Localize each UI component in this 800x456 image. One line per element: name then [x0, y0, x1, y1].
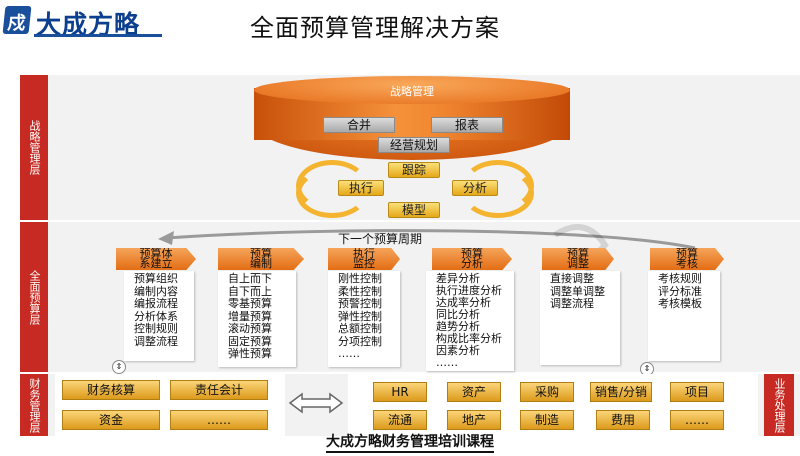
list-item: 弹性控制 — [338, 309, 382, 323]
layer-label-finance: 财务管理层 — [20, 374, 48, 436]
list-item: 直接调整 — [550, 272, 594, 285]
cycle-arc-left-bottom — [296, 168, 368, 218]
list-item: 预警控制 — [338, 297, 382, 310]
merge-button[interactable]: 合并 — [323, 117, 395, 133]
strategy-disk-label: 战略管理 — [390, 85, 434, 98]
list-item: 考核规则 — [658, 272, 702, 285]
tile-funds[interactable]: 资金 — [62, 410, 160, 430]
list-item: 分项控制 — [338, 334, 382, 348]
list-item: 趋势分析 — [436, 320, 480, 333]
list-item: …… — [338, 347, 360, 360]
next-cycle-label: 下一个预算周期 — [338, 232, 423, 246]
list-item: 弹性预算 — [228, 347, 272, 360]
page-title: 全面预算管理解决方案 — [250, 14, 500, 42]
list-item: 控制规则 — [134, 322, 178, 335]
budget-list-adjust: 直接调整 调整单调整 调整流程 — [540, 271, 620, 365]
list-item: 执行进度分析 — [436, 284, 502, 297]
tile-expenses[interactable]: 费用 — [596, 410, 650, 430]
course-title: 大成方略财务管理培训课程 — [326, 433, 494, 453]
tile-circulation[interactable]: 流通 — [373, 410, 427, 430]
list-item: 编制内容 — [134, 284, 178, 298]
list-item: …… — [436, 356, 458, 369]
list-item: 滚动预算 — [228, 322, 272, 335]
cycle-arc-right-bottom — [462, 168, 534, 218]
list-item: 调整单调整 — [550, 284, 605, 298]
list-item: 差异分析 — [436, 272, 480, 285]
cycle-track[interactable]: 跟踪 — [388, 162, 440, 178]
list-item: 固定预算 — [228, 334, 272, 348]
company-logo: 戍 大成方略 — [2, 4, 162, 39]
budget-list-analysis: 差异分析 执行进度分析 达成率分析 同比分析 趋势分析 构成比率分析 因素分析 … — [426, 271, 514, 371]
list-item: 编报流程 — [134, 297, 178, 310]
bidirectional-arrow-icon — [288, 392, 344, 414]
budget-head-analysis[interactable]: 预算分析 — [432, 248, 512, 270]
budget-list-system: 预算组织 编制内容 编报流程 分析体系 控制规则 调整流程 — [124, 271, 194, 361]
tile-hr[interactable]: HR — [373, 382, 427, 402]
tile-real-estate[interactable]: 地产 — [447, 410, 501, 430]
list-item: 总额控制 — [338, 322, 382, 335]
tile-finance-more[interactable]: …… — [170, 410, 268, 430]
cycle-execute[interactable]: 执行 — [338, 180, 384, 196]
list-item: 自上而下 — [228, 272, 272, 285]
tile-responsibility-accounting[interactable]: 责任会计 — [170, 380, 268, 400]
tile-purchasing[interactable]: 采购 — [520, 382, 574, 402]
budget-list-compile: 自上而下 自下而上 零基预算 增量预算 滚动预算 固定预算 弹性预算 — [218, 271, 296, 367]
list-item: 柔性控制 — [338, 284, 382, 298]
tile-financial-accounting[interactable]: 财务核算 — [62, 380, 160, 400]
list-item: 评分标准 — [658, 284, 702, 298]
link-down-arrow-icon: ⇕ — [112, 360, 126, 374]
tile-manufacturing[interactable]: 制造 — [520, 410, 574, 430]
list-item: 零基预算 — [228, 297, 272, 310]
list-item: 自下而上 — [228, 284, 272, 298]
business-planning-button[interactable]: 经营规划 — [378, 137, 450, 153]
next-cycle-arrow-icon — [158, 229, 696, 250]
list-item: 刚性控制 — [338, 272, 382, 285]
report-button[interactable]: 报表 — [431, 117, 503, 133]
list-item: 预算组织 — [134, 272, 178, 285]
strategy-disk-top — [254, 76, 570, 104]
layer-label-budget: 全面预算层 — [20, 222, 48, 372]
list-item: 调整流程 — [134, 334, 178, 348]
budget-head-adjust[interactable]: 预算调整 — [542, 248, 614, 270]
list-item: 考核模板 — [658, 297, 702, 310]
list-item: 因素分析 — [436, 344, 480, 357]
tile-business-more[interactable]: …… — [670, 410, 724, 430]
budget-head-assess[interactable]: 预算考核 — [650, 248, 724, 270]
tile-assets[interactable]: 资产 — [447, 382, 501, 402]
list-item: 增量预算 — [228, 309, 272, 323]
list-item: 构成比率分析 — [436, 332, 502, 345]
layer-label-strategy: 战略管理层 — [20, 75, 48, 220]
list-item: 分析体系 — [134, 309, 178, 323]
budget-list-assess: 考核规则 评分标准 考核模板 — [648, 271, 720, 361]
budget-head-monitor[interactable]: 执行监控 — [328, 248, 400, 270]
cycle-analyze[interactable]: 分析 — [452, 180, 498, 196]
tile-project[interactable]: 项目 — [670, 382, 724, 402]
budget-head-system[interactable]: 预算体系建立 — [116, 248, 196, 270]
layer-label-business: 业务处理层 — [764, 374, 794, 436]
list-item: 调整流程 — [550, 297, 594, 310]
logo-mark-icon: 戍 — [2, 6, 32, 34]
tile-sales-distribution[interactable]: 销售/分销 — [590, 382, 652, 402]
budget-head-compile[interactable]: 预算编制 — [218, 248, 304, 270]
cycle-model[interactable]: 模型 — [388, 202, 440, 218]
list-item: 达成率分析 — [436, 296, 491, 309]
list-item: 同比分析 — [436, 308, 480, 321]
budget-list-monitor: 刚性控制 柔性控制 预警控制 弹性控制 总额控制 分项控制 …… — [328, 271, 400, 367]
